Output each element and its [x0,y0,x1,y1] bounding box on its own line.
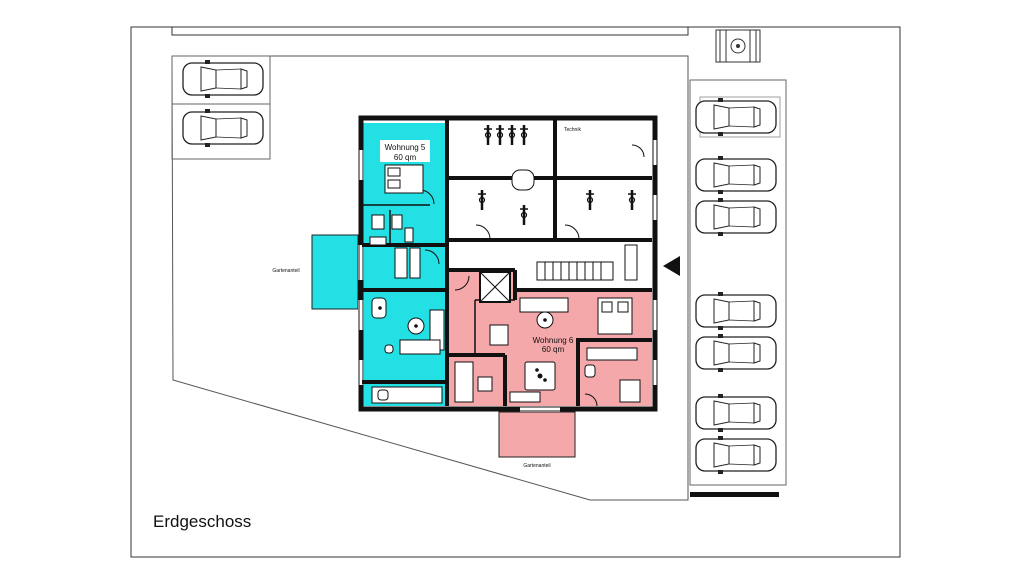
car-icon [695,97,777,137]
unit-6-label-bg [530,334,576,354]
unit-6-area: 60 qm [542,345,565,354]
staircase [536,261,614,281]
bench-bar [690,492,779,497]
plan-title: Erdgeschoss [153,512,251,531]
garden-label-left: Gartenanteil [272,268,299,274]
parking-right [689,79,787,486]
interior-walls [362,120,652,406]
chair-icons [378,306,547,382]
car-icon [182,59,264,99]
unit-5-furniture [369,164,445,404]
car-icon [695,393,777,433]
property-line [171,55,689,501]
entrance-arrow-icon [663,256,680,276]
elevator-shaft [479,271,511,303]
car-icon [695,197,777,237]
car-icon [182,108,264,148]
fence [171,26,689,36]
unit-6-name: Wohnung 6 [533,336,574,345]
garden-label-bottom: Gartenanteil [523,463,550,469]
garden-left [311,234,359,310]
room-label-technik: Technik [564,127,581,133]
unit-5-name: Wohnung 5 [385,143,426,152]
unit-6-furniture [454,297,641,403]
car-icon [695,291,777,331]
car-icon [695,435,777,475]
car-icon [695,333,777,373]
unit-5-area: 60 qm [394,153,417,162]
outdoor-table-icon [715,29,761,63]
car-icon [695,155,777,195]
unit-5-label-bg [380,140,430,162]
parking-left [171,55,271,160]
garden-bottom [498,411,576,458]
